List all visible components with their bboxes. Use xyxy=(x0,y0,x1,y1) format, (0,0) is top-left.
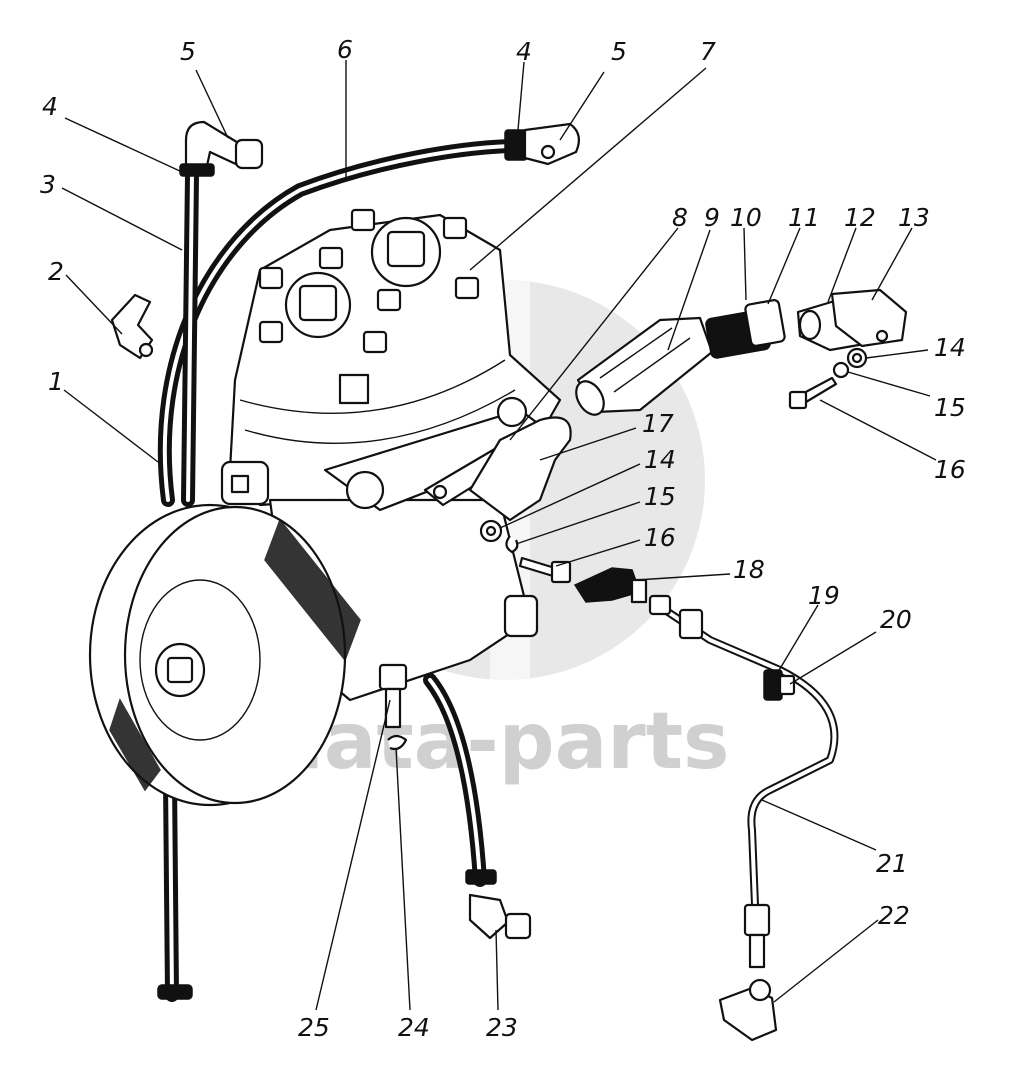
callout-22: 22 xyxy=(878,901,910,930)
callout-19: 19 xyxy=(808,581,840,610)
part-4-clamp-lower-left xyxy=(157,984,193,1000)
callout-20: 20 xyxy=(880,605,912,634)
part-20-clip-bracket xyxy=(778,674,796,696)
callout-4-top: 4 xyxy=(516,37,532,66)
callout-8: 8 xyxy=(672,203,688,232)
callout-5-right: 5 xyxy=(611,37,627,66)
callout-12: 12 xyxy=(844,203,876,232)
part-5-left-elbow xyxy=(179,120,264,177)
part-13-flange-gasket xyxy=(830,288,908,348)
watermark-text: data-parts xyxy=(268,697,729,787)
callout-15-upper: 15 xyxy=(934,393,966,422)
part-4-clamp-left xyxy=(179,163,215,177)
part-2-elbow-fitting xyxy=(110,293,154,360)
callout-25: 25 xyxy=(298,1013,330,1042)
part-23-lower-hose-elbow xyxy=(423,673,532,940)
part-11-clamp xyxy=(744,299,786,347)
part-5-right-elbow xyxy=(504,122,581,166)
part-15-spring-washer-lower xyxy=(505,535,519,554)
drive-pulley xyxy=(88,503,361,807)
part-3-left-hose xyxy=(157,168,199,1002)
callout-23: 23 xyxy=(486,1013,518,1042)
callout-15-lower: 15 xyxy=(644,482,676,511)
compressor-body xyxy=(220,208,562,702)
part-14-washer-upper xyxy=(846,347,868,369)
leader-lines xyxy=(61,60,937,1011)
callout-10: 10 xyxy=(730,203,762,232)
callout-24: 24 xyxy=(398,1013,430,1042)
callout-16-lower: 16 xyxy=(644,523,676,552)
part-14-washer-lower xyxy=(479,519,503,543)
callout-1: 1 xyxy=(48,367,64,396)
mount-boss xyxy=(503,594,539,638)
callout-7: 7 xyxy=(700,37,716,66)
callout-labels: 5 6 4 5 7 4 3 2 1 8 9 10 11 12 13 14 15 … xyxy=(40,35,966,1042)
callout-2: 2 xyxy=(48,257,64,286)
part-16-bolt-upper xyxy=(788,376,838,410)
part-25-bolt xyxy=(378,663,408,729)
callout-5-left: 5 xyxy=(180,37,196,66)
callout-21: 21 xyxy=(876,849,908,878)
callout-4-left: 4 xyxy=(42,92,58,121)
part-17-outlet-pipe xyxy=(468,416,572,522)
callout-11: 11 xyxy=(788,203,820,232)
callout-9: 9 xyxy=(704,203,720,232)
callout-6: 6 xyxy=(337,35,353,64)
head-bolts xyxy=(258,208,480,354)
callout-17: 17 xyxy=(642,409,674,438)
callout-13: 13 xyxy=(898,203,930,232)
callout-3: 3 xyxy=(40,170,56,199)
part-6-upper-hose xyxy=(157,139,517,507)
callout-14-lower: 14 xyxy=(644,445,676,474)
part-18-union-elbow xyxy=(573,567,648,604)
part-15-spring-washer-upper xyxy=(832,361,850,379)
callout-18: 18 xyxy=(733,555,765,584)
part-22-elbow-fitting xyxy=(718,903,778,1042)
part-16-bolt-lower xyxy=(518,556,572,584)
callout-16-upper: 16 xyxy=(934,455,966,484)
part-4-clamp-right xyxy=(504,129,528,161)
callout-14-upper: 14 xyxy=(934,333,966,362)
